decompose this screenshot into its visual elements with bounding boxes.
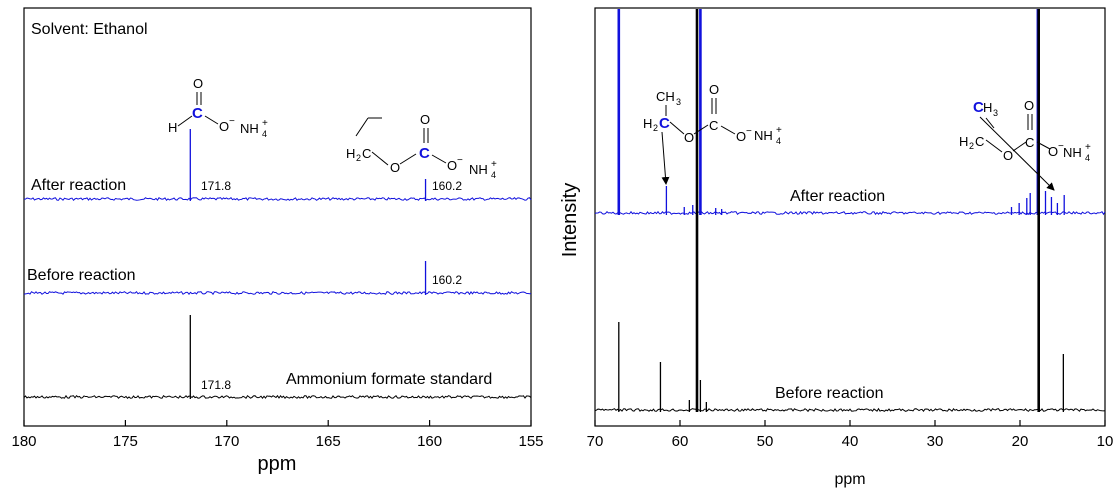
svg-text:NH: NH bbox=[1063, 145, 1082, 160]
svg-text:H: H bbox=[643, 116, 652, 131]
svg-text:H: H bbox=[168, 120, 177, 135]
left-x-tick-label-5: 155 bbox=[518, 433, 543, 450]
svg-text:O: O bbox=[684, 130, 694, 145]
svg-text:C: C bbox=[1025, 135, 1034, 150]
svg-text:O: O bbox=[219, 119, 229, 134]
right-baseline-0 bbox=[594, 210, 1106, 216]
peak-label-after-160: 160.2 bbox=[432, 179, 462, 193]
right-x-tick-label-1: 60 bbox=[672, 433, 689, 450]
svg-text:−: − bbox=[229, 116, 235, 127]
right-x-tick-label-6: 10 bbox=[1097, 433, 1114, 450]
left-baseline-1 bbox=[23, 290, 532, 296]
left-series-label-before: Before reaction bbox=[27, 267, 136, 284]
svg-text:O: O bbox=[1024, 98, 1034, 113]
svg-text:CH: CH bbox=[656, 89, 675, 104]
left-x-tick-label-0: 180 bbox=[11, 433, 36, 450]
svg-text:+: + bbox=[1085, 142, 1091, 153]
svg-text:C: C bbox=[192, 105, 203, 122]
right-x-tick-label-5: 20 bbox=[1012, 433, 1029, 450]
svg-text:−: − bbox=[457, 155, 463, 166]
svg-text:NH: NH bbox=[754, 128, 773, 143]
svg-text:O: O bbox=[1048, 144, 1058, 159]
svg-text:O: O bbox=[420, 112, 430, 127]
right-spectra bbox=[594, 9, 1106, 413]
svg-text:O: O bbox=[709, 82, 719, 97]
svg-text:H: H bbox=[346, 146, 355, 161]
left-series-label-after: After reaction bbox=[31, 177, 126, 194]
right-series-label-after: After reaction bbox=[790, 188, 885, 205]
left-chart: 180 175 170 165 160 155 Solvent: Ethanol Afte… bbox=[11, 7, 544, 475]
formate-structure: O C H O − NH 4 + bbox=[168, 76, 268, 139]
right-y-axis-label: Intensity bbox=[559, 183, 581, 257]
ethyl-carbonate-structure-left: H 2 C O C O O − NH 4 + bbox=[346, 112, 497, 180]
peak-label-before-160: 160.2 bbox=[432, 273, 462, 287]
svg-text:C: C bbox=[362, 146, 371, 161]
svg-text:+: + bbox=[776, 125, 782, 136]
svg-text:O: O bbox=[193, 76, 203, 91]
arrow-to-61-peak bbox=[661, 131, 670, 185]
svg-text:4: 4 bbox=[1085, 153, 1090, 163]
right-chart: 70 60 50 40 30 20 10 After reaction Before rea… bbox=[559, 7, 1114, 488]
left-x-tick-label-3: 165 bbox=[316, 433, 341, 450]
left-x-tick-label-2: 170 bbox=[214, 433, 239, 450]
svg-text:O: O bbox=[447, 158, 457, 173]
svg-text:C: C bbox=[975, 134, 984, 149]
left-x-axis-label: ppm bbox=[258, 453, 297, 475]
right-x-axis-label: ppm bbox=[834, 471, 865, 488]
svg-text:3: 3 bbox=[676, 97, 681, 107]
svg-text:C: C bbox=[709, 118, 718, 133]
left-baseline-0 bbox=[23, 197, 532, 202]
ethyl-carbonate-structure-a: CH 3 H 2 C O C O O − NH 4 + bbox=[643, 82, 782, 185]
solvent-annotation: Solvent: Ethanol bbox=[31, 21, 148, 38]
svg-text:+: + bbox=[262, 118, 268, 129]
left-series-label-standard: Ammonium formate standard bbox=[286, 371, 492, 388]
ethyl-carbonate-structure-b: C H 3 H 2 C O C O O − NH 4 + bbox=[959, 98, 1091, 191]
svg-text:−: − bbox=[746, 126, 752, 137]
svg-text:2: 2 bbox=[969, 141, 974, 151]
left-plot-frame bbox=[23, 7, 532, 427]
svg-text:O: O bbox=[736, 129, 746, 144]
peak-label-standard-171: 171.8 bbox=[201, 378, 231, 392]
left-baseline-2 bbox=[23, 394, 532, 400]
right-series-label-before: Before reaction bbox=[775, 385, 884, 402]
left-x-ticks: 180 175 170 165 160 155 bbox=[11, 420, 544, 450]
right-x-tick-label-3: 40 bbox=[842, 433, 859, 450]
svg-text:+: + bbox=[491, 159, 497, 170]
svg-text:H: H bbox=[959, 134, 968, 149]
left-x-tick-label-1: 175 bbox=[113, 433, 138, 450]
right-plot-frame bbox=[594, 7, 1106, 427]
svg-text:2: 2 bbox=[356, 153, 361, 163]
right-baseline-1 bbox=[594, 407, 1106, 413]
right-x-tick-label-4: 30 bbox=[927, 433, 944, 450]
svg-text:NH: NH bbox=[240, 121, 259, 136]
svg-text:4: 4 bbox=[491, 170, 496, 180]
svg-text:H: H bbox=[983, 100, 992, 115]
svg-text:C: C bbox=[973, 99, 984, 116]
svg-text:3: 3 bbox=[993, 108, 998, 118]
left-spectra bbox=[23, 129, 532, 400]
svg-text:NH: NH bbox=[469, 162, 488, 177]
right-x-ticks: 70 60 50 40 30 20 10 bbox=[587, 420, 1114, 450]
svg-text:−: − bbox=[1058, 141, 1064, 152]
svg-text:O: O bbox=[390, 160, 400, 175]
arrow-to-15-peak bbox=[979, 116, 1055, 191]
right-x-tick-label-2: 50 bbox=[757, 433, 774, 450]
svg-text:C: C bbox=[419, 145, 430, 162]
svg-text:2: 2 bbox=[653, 123, 658, 133]
left-x-tick-label-4: 160 bbox=[417, 433, 442, 450]
svg-text:O: O bbox=[1003, 148, 1013, 163]
peak-label-after-171: 171.8 bbox=[201, 179, 231, 193]
right-x-tick-label-0: 70 bbox=[587, 433, 604, 450]
svg-text:4: 4 bbox=[262, 129, 267, 139]
svg-text:4: 4 bbox=[776, 136, 781, 146]
svg-text:C: C bbox=[659, 115, 670, 132]
